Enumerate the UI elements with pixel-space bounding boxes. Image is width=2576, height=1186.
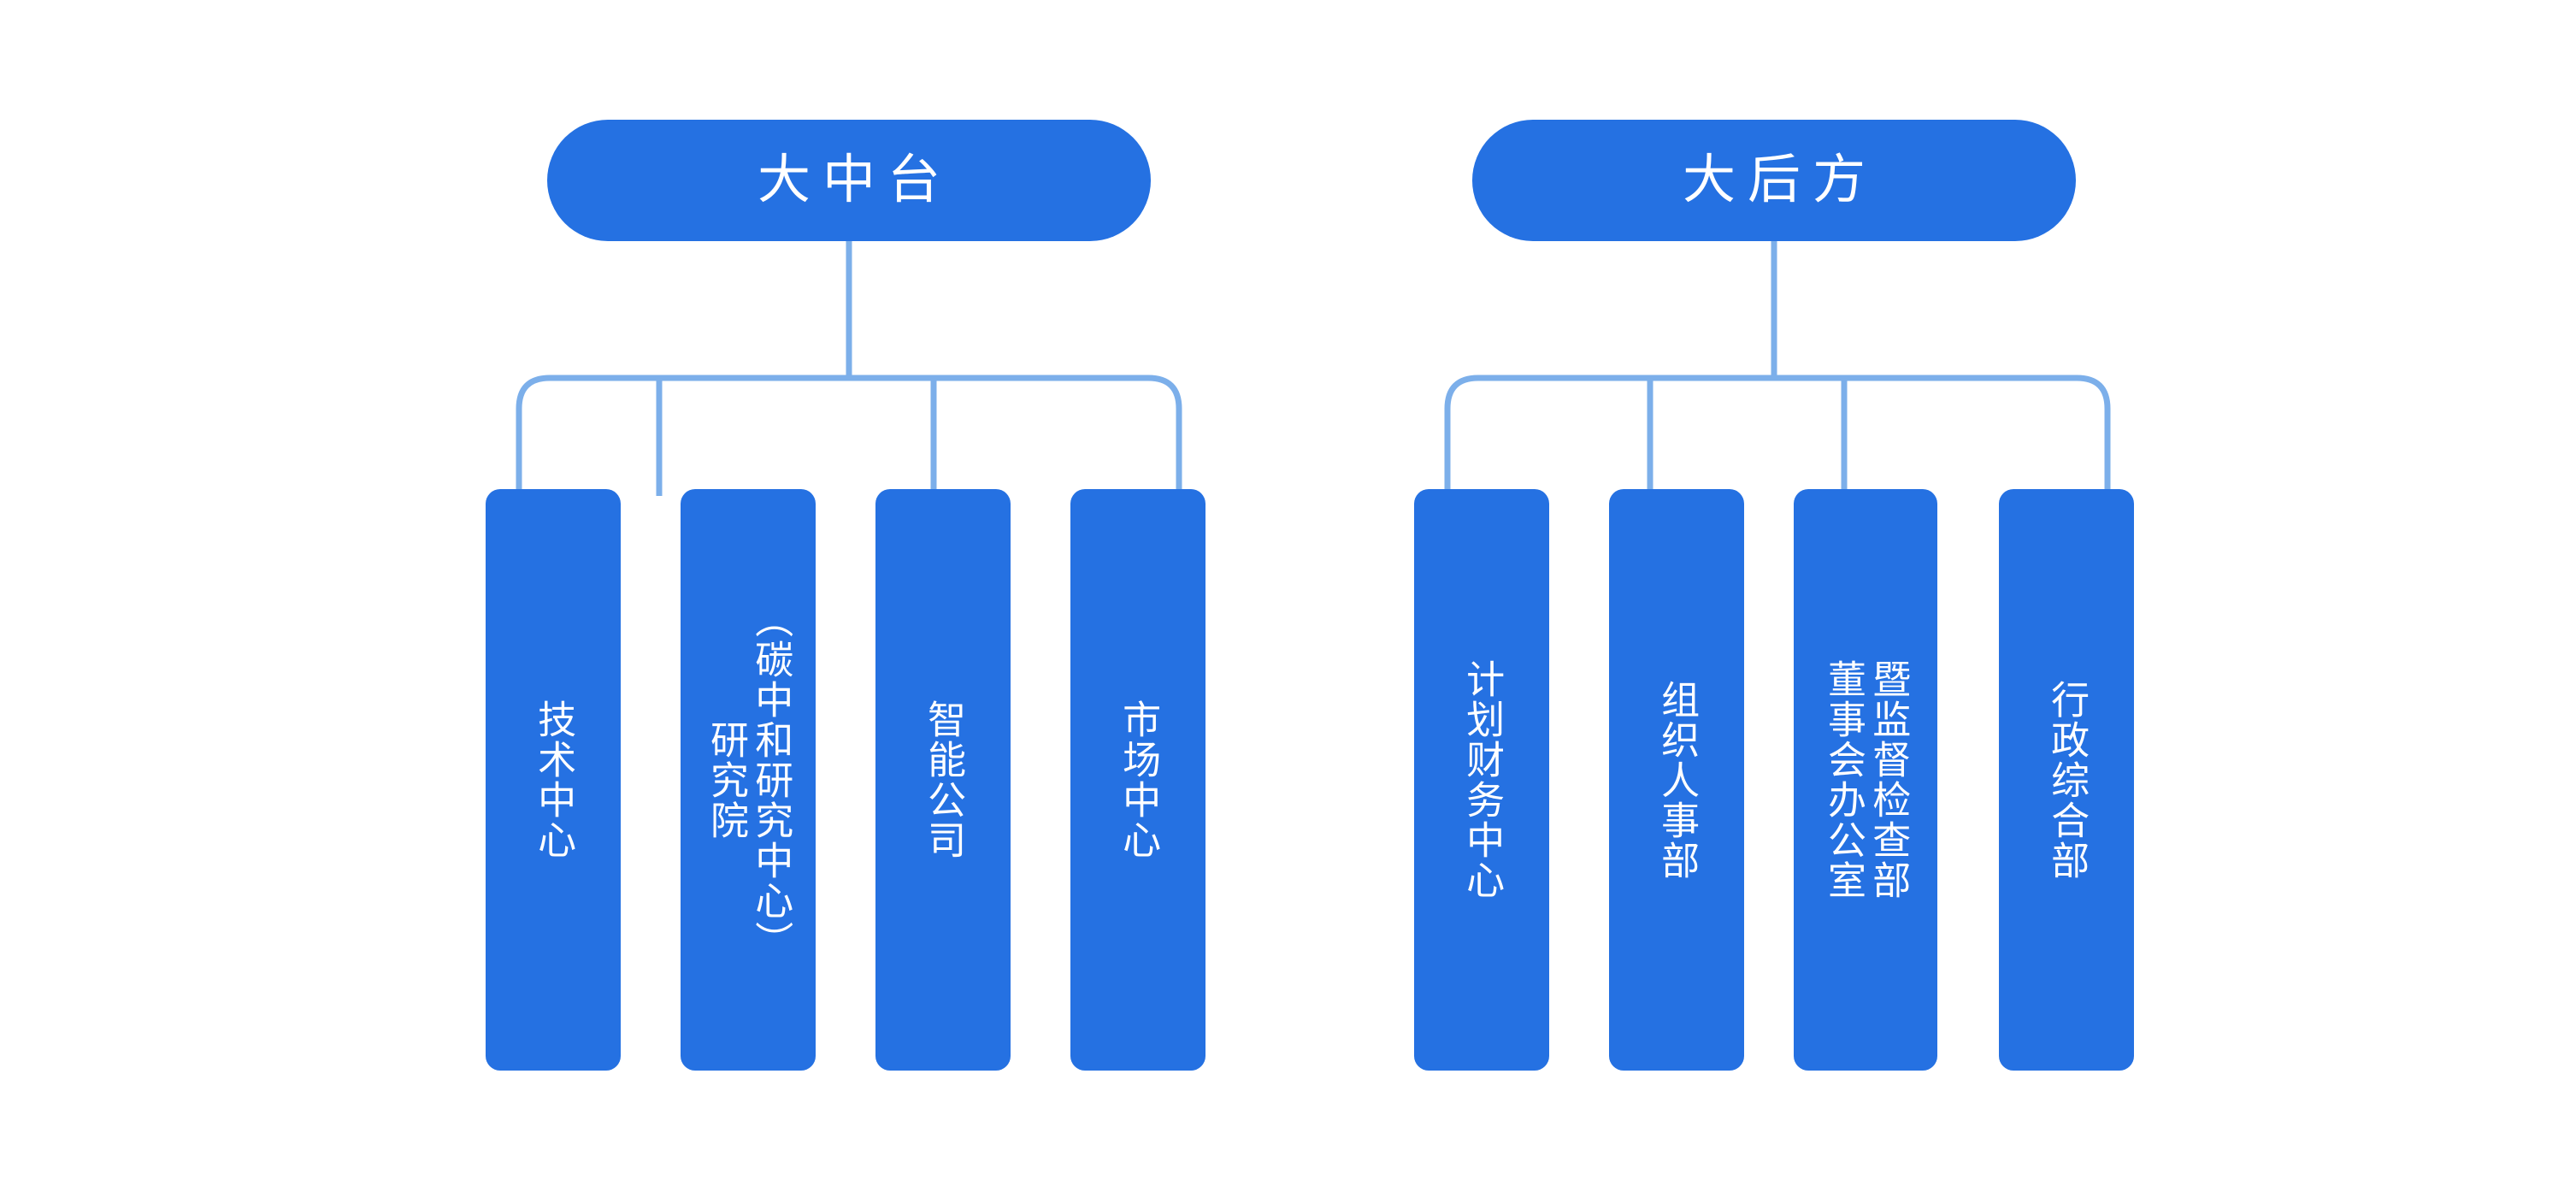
org-node-text-column: 计划财务中心 <box>1460 659 1505 900</box>
group-header-label: 大中台 <box>757 150 952 209</box>
org-node-tech-center[interactable]: 技术中心 <box>486 489 621 1071</box>
org-node-text-column: 暨监督检查部 <box>1866 659 1911 900</box>
org-node-text-column: （碳中和研究中心） <box>749 599 793 961</box>
org-node-text-column: 智能公司 <box>922 699 966 860</box>
org-node-admin-department[interactable]: 行政综合部 <box>1999 489 2134 1071</box>
connector-bus <box>516 375 1182 496</box>
group-header-label: 大后方 <box>1682 150 1877 209</box>
org-node-text-column: 组织人事部 <box>1655 679 1700 881</box>
org-node-text-column: 市场中心 <box>1117 699 1161 860</box>
org-node-finance-center[interactable]: 计划财务中心 <box>1414 489 1549 1071</box>
org-node-text-column: 技术中心 <box>532 699 576 860</box>
org-node-text-column: 行政综合部 <box>2045 679 2090 881</box>
group-header-rear-support[interactable]: 大后方 <box>1472 120 2076 241</box>
group-header-middle-platform[interactable]: 大中台 <box>547 120 1151 241</box>
org-node-board-office[interactable]: 暨监督检查部 董事会办公室 <box>1794 489 1937 1071</box>
connector-bus <box>1444 375 2111 496</box>
org-node-research-institute[interactable]: （碳中和研究中心） 研究院 <box>681 489 816 1071</box>
org-node-smart-company[interactable]: 智能公司 <box>875 489 1011 1071</box>
org-node-text-column: 董事会办公室 <box>1822 659 1866 900</box>
org-node-hr-department[interactable]: 组织人事部 <box>1609 489 1744 1071</box>
org-node-market-center[interactable]: 市场中心 <box>1070 489 1205 1071</box>
org-node-text-column: 研究院 <box>704 719 748 841</box>
